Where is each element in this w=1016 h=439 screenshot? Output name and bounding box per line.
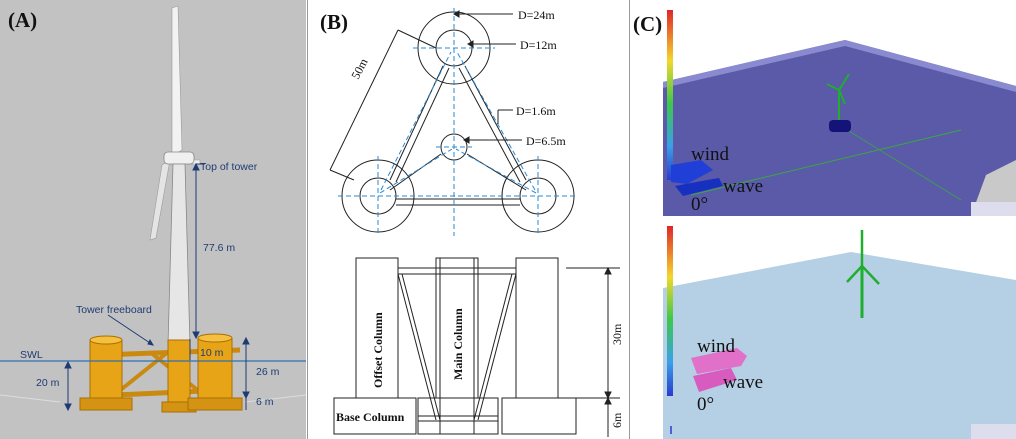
main-column — [167, 339, 191, 407]
elevation-view — [333, 257, 577, 435]
swl-label: SWL — [20, 349, 43, 361]
angle-label-bottom: 0° — [697, 394, 714, 415]
main-column-label: Main Column — [451, 308, 465, 380]
offset-column-label: Offset Column — [371, 312, 385, 388]
height-6-label: 6m — [610, 412, 624, 428]
brace-left-b — [395, 67, 450, 183]
scale-box-bottom — [971, 424, 1016, 439]
d65-label: D=6.5m — [526, 134, 566, 148]
base-column-label: Base Column — [336, 410, 405, 424]
base-right — [187, 397, 243, 411]
brace-right-b — [458, 67, 521, 183]
axis-line-top — [690, 129, 962, 196]
turbine-blade-top-1 — [838, 73, 850, 91]
wind-arrow-bottom — [691, 348, 747, 374]
span-50-label: 50m — [348, 55, 371, 81]
column-top-right — [197, 333, 233, 343]
panel-a-label: (A) — [8, 8, 38, 32]
centerlines — [338, 8, 578, 236]
turbine-blade-bottom-3 — [861, 265, 880, 285]
angle-label-top: 0° — [691, 194, 708, 215]
panel-b-drawing: D=24m D=12m D=1.6m D=6.5m 50m — [329, 8, 624, 437]
panel-c: wind wave 0° wind wave 0° (C) — [631, 0, 1016, 439]
wave-arrow-top — [675, 178, 723, 196]
turbine-blade-top-3 — [838, 89, 846, 105]
draft-20-label: 20 m — [36, 377, 60, 389]
brace-left-a — [389, 65, 444, 181]
platform-top — [829, 120, 851, 132]
top-of-tower-label: Top of tower — [200, 161, 258, 173]
dimension-arrows — [64, 162, 250, 412]
d12-label: D=12m — [520, 38, 557, 52]
panel-c-label: (C) — [633, 12, 663, 36]
panel-a: Top of tower 77.6 m Tower freeboard SWL … — [0, 0, 306, 439]
sea-surface-bottom — [663, 252, 1016, 439]
simulation-bottom — [631, 218, 1016, 439]
wind-label-bottom: wind — [697, 336, 736, 357]
panel-c-drawing: wind wave 0° wind wave 0° — [631, 0, 1016, 439]
blade-down — [149, 159, 171, 241]
base-6-label: 6 m — [256, 396, 274, 408]
brace-center-left — [389, 153, 442, 191]
tower-freeboard-label: Tower freeboard — [76, 304, 152, 316]
panel-a-drawing: Top of tower 77.6 m Tower freeboard SWL … — [0, 5, 306, 413]
offset-column-elev-right — [515, 257, 559, 399]
tower — [167, 163, 191, 346]
base-column-left — [333, 397, 417, 435]
base-left — [79, 397, 133, 411]
color-bar-bottom — [667, 226, 673, 396]
freeboard-10-label: 10 m — [200, 347, 224, 359]
base-column-right — [501, 397, 577, 435]
turbine-blade-bottom-2 — [846, 265, 863, 283]
sea-edge-top — [663, 40, 1016, 92]
simulation-top — [631, 0, 1016, 216]
turbine-blade-top-2 — [826, 83, 840, 91]
wave-label-top: wave — [723, 176, 763, 197]
height-30-label: 30m — [610, 323, 624, 345]
floor-line-left — [0, 394, 61, 403]
tower-height-label: 77.6 m — [203, 242, 235, 254]
blade-up — [171, 5, 183, 157]
color-bar-top — [667, 10, 673, 180]
panel-b: D=24m D=12m D=1.6m D=6.5m 50m — [307, 0, 630, 439]
d16-label: D=1.6m — [516, 104, 556, 118]
plan-leaders — [329, 10, 522, 181]
column-top-left — [89, 335, 123, 345]
height-26-label: 26 m — [256, 366, 280, 378]
floor-line-right — [244, 394, 306, 403]
nacelle — [163, 151, 195, 165]
wave-label-bottom: wave — [723, 372, 763, 393]
elevation-dims — [566, 266, 620, 437]
scale-box-top — [971, 202, 1016, 216]
offset-column-left — [89, 339, 123, 403]
axis-line-top-2 — [830, 119, 962, 201]
wind-label-top: wind — [691, 144, 730, 165]
d24-label: D=24m — [518, 8, 555, 22]
wave-arrow-bottom — [693, 368, 737, 392]
panel-b-label: (B) — [320, 10, 348, 34]
wind-arrow-top — [671, 160, 713, 184]
